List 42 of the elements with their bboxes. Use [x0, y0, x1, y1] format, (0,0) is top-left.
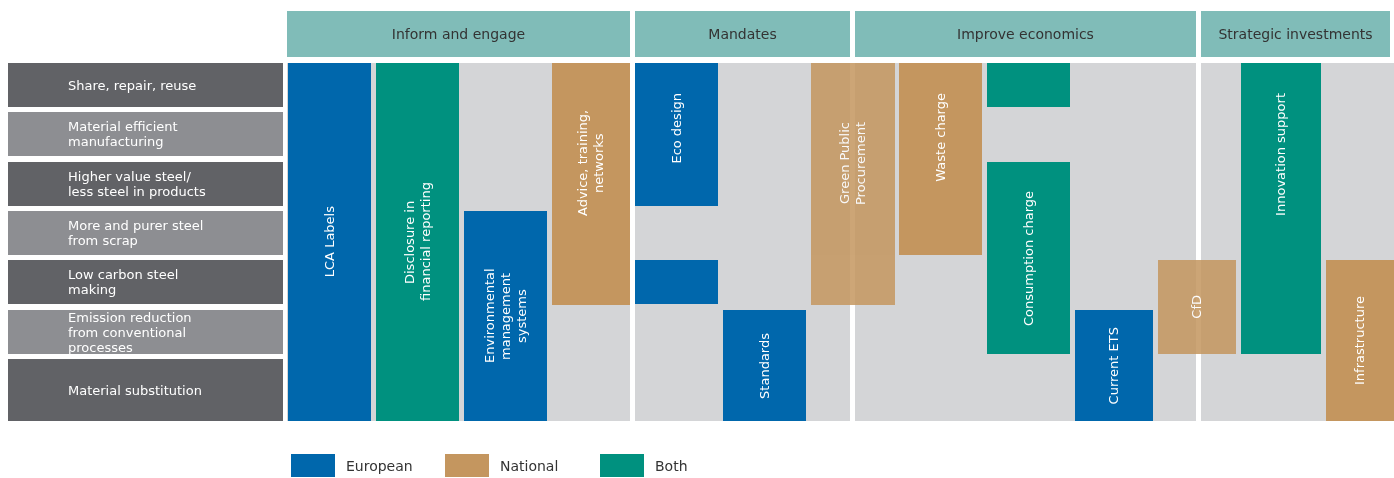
bar-label: Current ETS	[1106, 326, 1122, 405]
policy-bar	[552, 63, 630, 305]
legend-label: European	[346, 458, 413, 476]
bar-label: Environmental management systems	[481, 267, 530, 366]
policy-bar	[1075, 310, 1153, 421]
bar-label: Infrastructure	[1352, 296, 1368, 385]
policy-bar	[1326, 260, 1394, 421]
column-header: Inform and engage	[287, 11, 630, 57]
policy-bar	[1241, 63, 1321, 354]
policy-bar	[635, 260, 718, 304]
policy-bar	[987, 63, 1070, 107]
policy-bar	[723, 310, 806, 421]
bar-label: Green Public Procurement	[837, 120, 869, 207]
bar-label: Consumption charge	[1020, 190, 1037, 326]
legend-label: Both	[655, 458, 688, 476]
policy-bar	[635, 63, 718, 206]
column-header: Improve economics	[855, 11, 1196, 57]
bar-label: CfD	[1189, 295, 1205, 319]
row-header: Material efficient manufacturing	[8, 112, 283, 156]
column-header: Mandates	[635, 11, 850, 57]
bar-label: Waste charge	[932, 93, 949, 182]
column-header: Strategic investments	[1201, 11, 1390, 57]
policy-bar	[899, 63, 982, 255]
row-header: More and purer steel from scrap	[8, 211, 283, 255]
row-header: Higher value steel/ less steel in products	[8, 162, 283, 206]
legend-label: National	[500, 458, 559, 476]
row-header: Material substitution	[8, 359, 283, 421]
policy-bar	[376, 63, 459, 421]
bar-label: Disclosure in financial reporting	[401, 181, 434, 304]
bar-label: Standards	[756, 332, 773, 399]
bar-label: Innovation support	[1273, 93, 1289, 216]
row-header: Share, repair, reuse	[8, 63, 283, 107]
policy-bar	[811, 63, 895, 305]
row-header: Emission reduction from conventional processes	[8, 310, 283, 354]
bar-label: Eco design	[668, 93, 685, 164]
policy-bar	[464, 211, 547, 421]
bar-label: LCA Labels	[321, 206, 338, 278]
row-header: Low carbon steel making	[8, 260, 283, 304]
policy-bar	[1158, 260, 1236, 354]
policy-bar	[987, 162, 1070, 354]
policy-bar	[288, 63, 371, 421]
bar-label: Advice, training, networks	[575, 108, 607, 219]
